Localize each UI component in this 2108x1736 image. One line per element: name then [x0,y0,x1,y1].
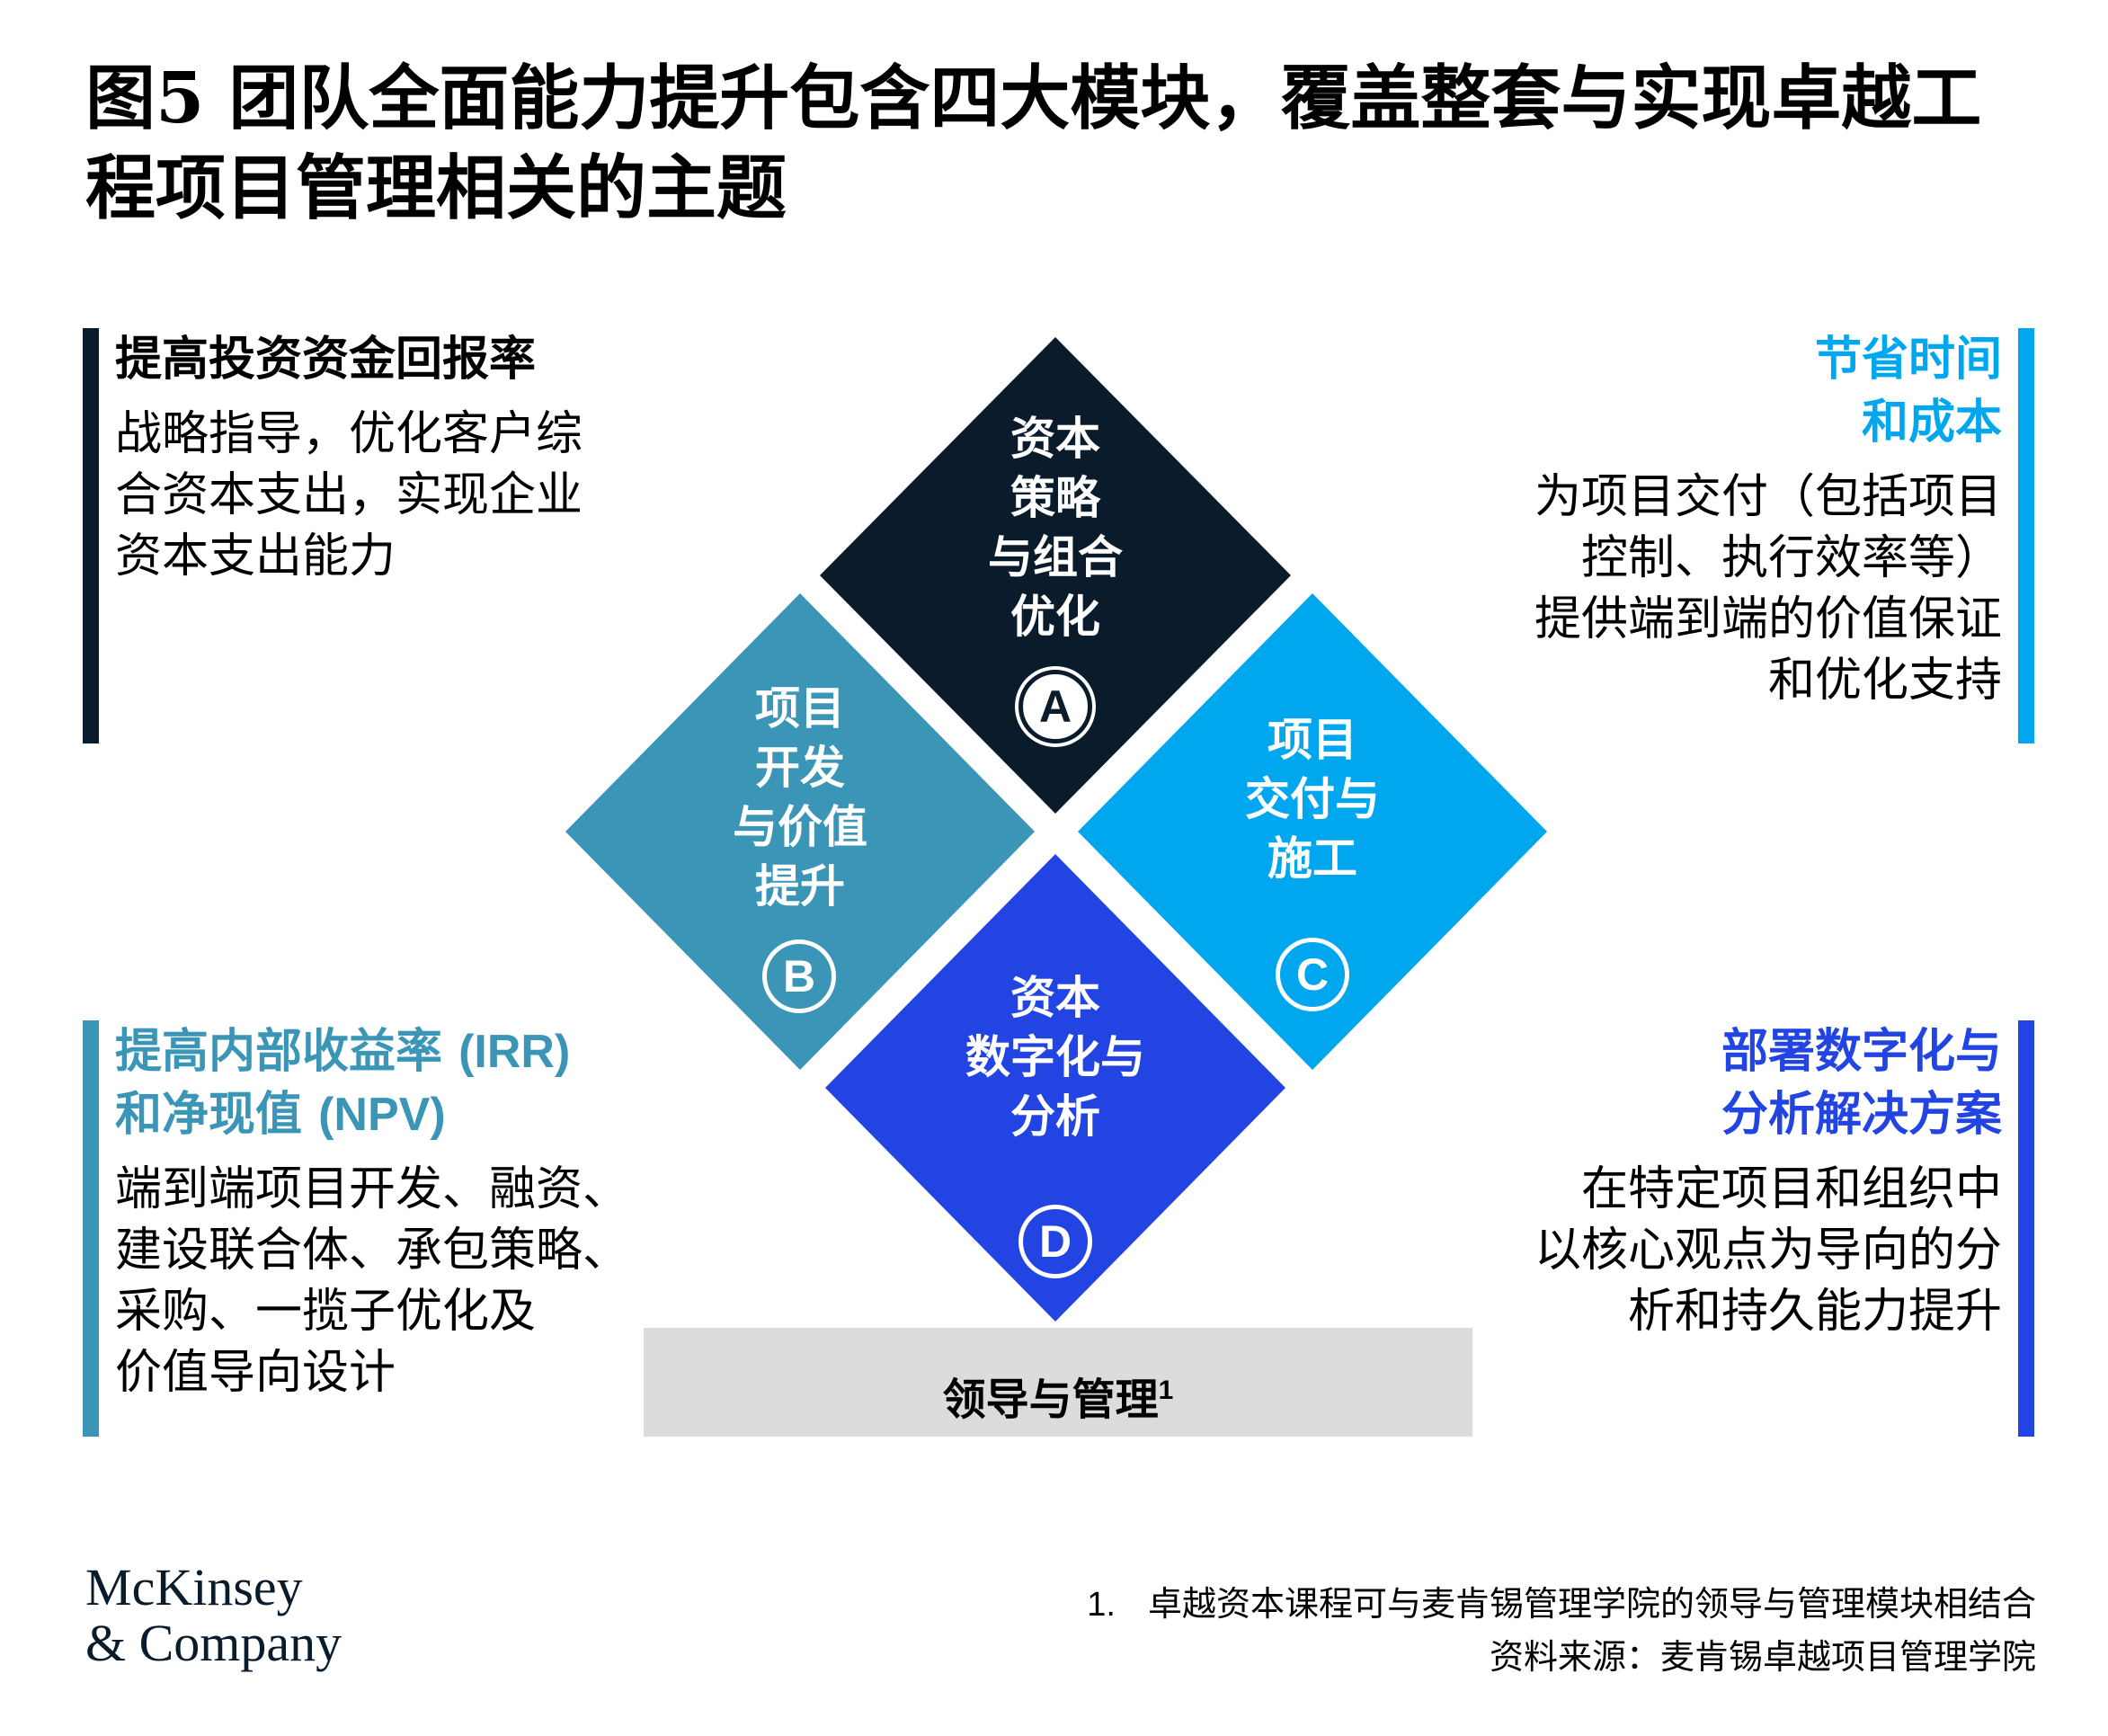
panel-heading: 提高投资资金回报率 [115,332,537,387]
module-d: 资本 数字化与 分析 D [921,968,1190,1283]
footnote-block: 1. 卓越资本课程可与麦肯锡管理学院的领导与管理模块相结合 资料来源：麦肯锡卓越项… [1087,1578,2036,1683]
badge-b: B [762,939,836,1013]
footnote-number: 1. [1087,1586,1116,1624]
footnote-line: 1. 卓越资本课程可与麦肯锡管理学院的领导与管理模块相结合 [1087,1578,2036,1631]
source-line: 资料来源：麦肯锡卓越项目管理学院 [1489,1637,2036,1677]
module-c: 项目 交付与 施工 C [1178,710,1447,1034]
panel-digital-analytics: 部署数字化与 分析解决方案 在特定项目和组织中 以核心观点为导向的分 析和持久能… [1420,1020,2034,1437]
module-c-label: 项目 交付与 施工 [1245,713,1380,885]
mckinsey-logo: McKinsey & Company [85,1558,342,1672]
panel-body: 在特定项目和组织中 以核心观点为导向的分 析和持久能力提升 [1534,1162,2002,1339]
panel-heading: 节省时间 和成本 [1814,332,2002,450]
module-a-label: 资本 策略 与组合 优化 [988,412,1123,643]
page-title: 图5 团队全面能力提升包含四大模块，覆盖整套与实现卓越工程项目管理相关的主题 [85,58,1982,229]
panel-heading: 部署数字化与 分析解决方案 [1721,1024,2002,1142]
panel-body: 端到端项目开发、融资、 建设联合体、承包策略、 采购、一揽子优化及 价值导向设计 [115,1162,630,1400]
badge-a: A [1018,670,1092,743]
badge-d: D [1018,1205,1092,1278]
npv-abbrev: (NPV) [318,1089,446,1141]
module-b: 项目 开发 与价值 提升 B [665,679,935,1020]
module-d-label: 资本 数字化与 分析 [965,971,1145,1143]
panel-accent-bar [83,1020,99,1437]
leadership-management-label: 领导与管理1 [644,1364,1472,1427]
irr-abbrev: (IRR) [458,1026,571,1078]
panel-heading: 提高内部收益率 (IRR) 和净现值 (NPV) [115,1020,712,1146]
module-b-label: 项目 开发 与价值 提升 [733,681,867,913]
panel-accent-bar [2018,328,2034,743]
panel-accent-bar [83,328,99,743]
panel-body: 战略指导，优化客户综 合资本支出，实现企业 资本支出能力 [115,407,583,583]
panel-investment-return: 提高投资资金回报率 战略指导，优化客户综 合资本支出，实现企业 资本支出能力 [83,328,703,743]
panel-accent-bar [2018,1020,2034,1437]
module-a: 资本 策略 与组合 优化 A [921,409,1190,751]
leadership-management-bar: 领导与管理1 [644,1328,1472,1437]
footnote-text: 卓越资本课程可与麦肯锡管理学院的领导与管理模块相结合 [1147,1584,2036,1624]
panel-save-time-cost: 节省时间 和成本 为项目交付（包括项目 控制、执行效率等） 提供端到端的价值保证… [1420,328,2034,743]
badge-c: C [1276,938,1349,1011]
panel-irr-npv: 提高内部收益率 (IRR) 和净现值 (NPV) 端到端项目开发、融资、 建设联合… [83,1020,712,1437]
foundation-text: 领导与管理 [942,1375,1159,1425]
panel-heading-part: 和净现值 [115,1087,319,1142]
footnote-marker: 1 [1158,1375,1174,1405]
panel-heading-part: 提高内部收益率 [115,1024,459,1079]
panel-body: 为项目交付（包括项目 控制、执行效率等） 提供端到端的价值保证 和优化支持 [1534,470,2002,708]
